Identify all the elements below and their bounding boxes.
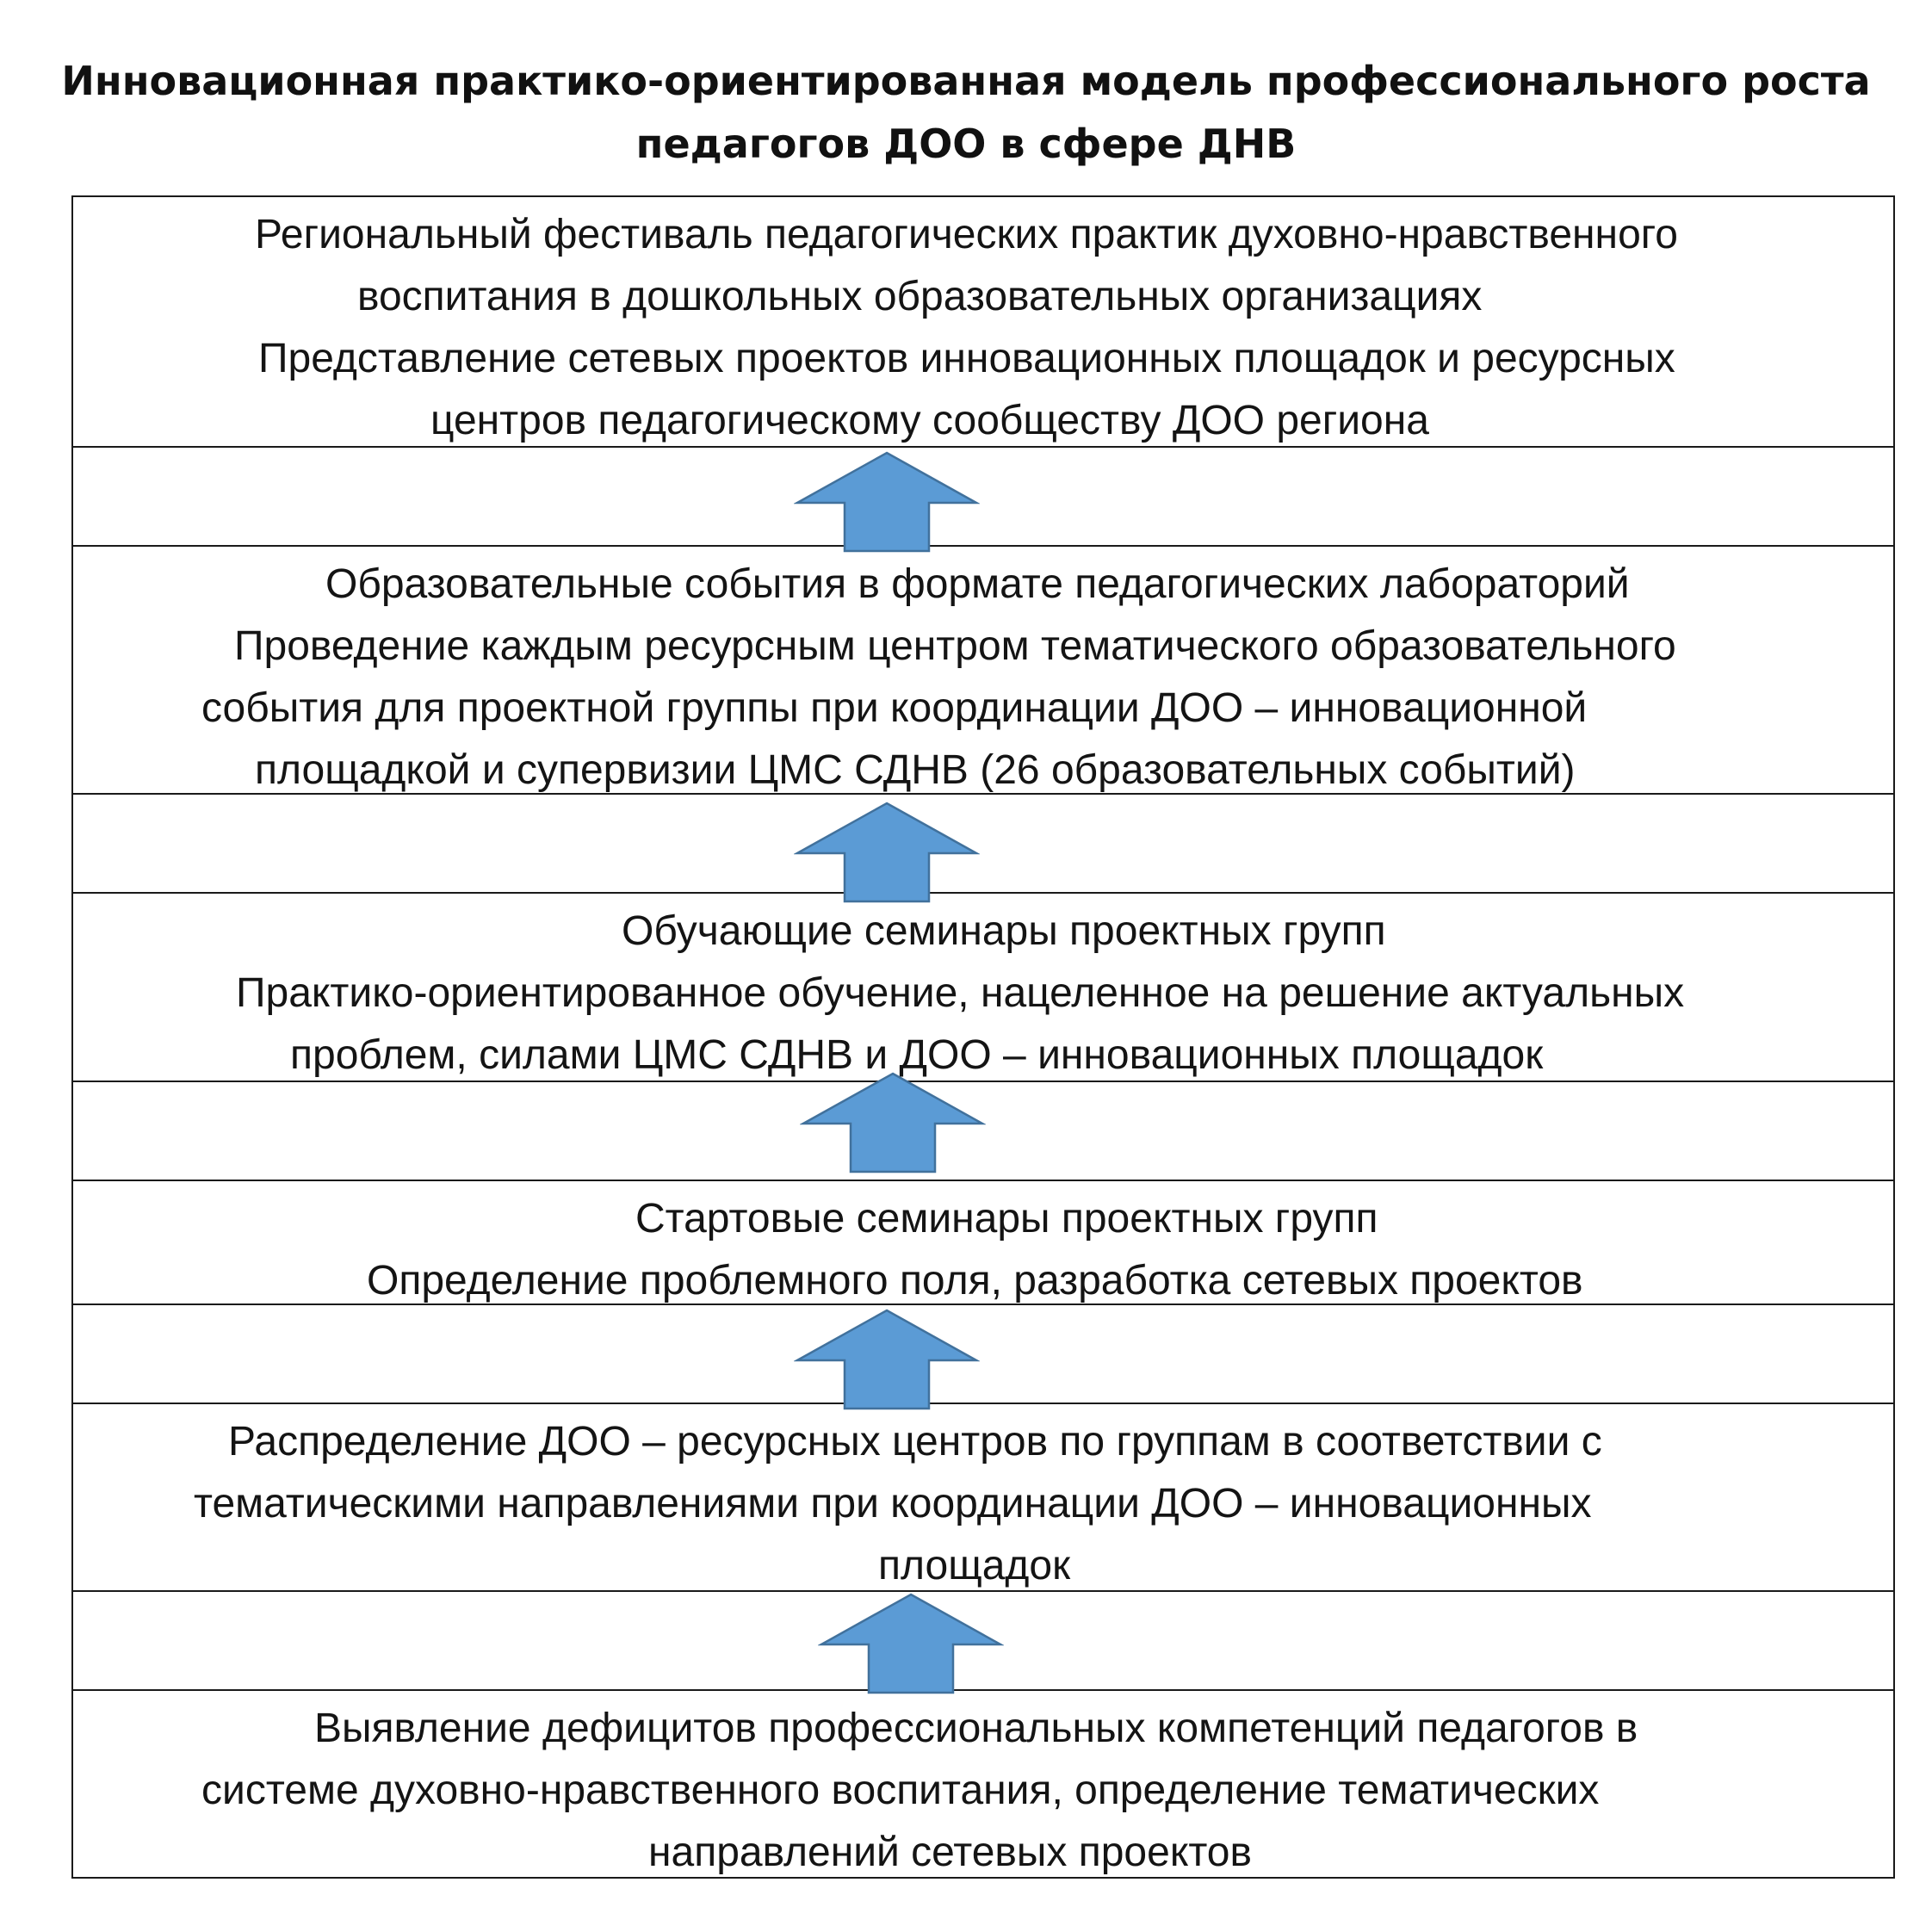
- up-arrow-icon: [794, 451, 980, 553]
- up-arrow-icon: [818, 1593, 1004, 1694]
- stage-row-start-seminars: Стартовые семинары проектных групп Опред…: [73, 1181, 1893, 1305]
- stage-text-start-seminars: Стартовые семинары проектных групп Опред…: [73, 1188, 1893, 1312]
- title-line-1: Инновационная практико-ориентированная м…: [61, 58, 1871, 104]
- stage-line: направлений сетевых проектов: [648, 1830, 1252, 1875]
- stage-text-labs: Образовательные события в формате педаго…: [73, 554, 1893, 802]
- stage-text-training: Обучающие семинары проектных групп Практ…: [73, 901, 1893, 1087]
- stage-row-deficits: Выявление дефицитов профессиональных ком…: [73, 1691, 1893, 1877]
- stage-line: Определение проблемного поля, разработка…: [367, 1258, 1583, 1303]
- stage-line: Представление сетевых проектов инновацио…: [258, 336, 1675, 381]
- stage-row-training: Обучающие семинары проектных групп Практ…: [73, 894, 1893, 1082]
- stage-row-distribution: Распределение ДОО – ресурсных центров по…: [73, 1404, 1893, 1592]
- arrow-row: [73, 1305, 1893, 1404]
- arrow-row: [73, 448, 1893, 547]
- stage-line: Образовательные события в формате педаго…: [325, 561, 1630, 607]
- stage-line: Выявление дефицитов профессиональных ком…: [314, 1706, 1638, 1751]
- stage-text-distribution: Распределение ДОО – ресурсных центров по…: [73, 1411, 1893, 1597]
- stage-line: тематическими направлениями при координа…: [194, 1481, 1592, 1526]
- stage-text-deficits: Выявление дефицитов профессиональных ком…: [73, 1698, 1893, 1884]
- stage-line: Стартовые семинары проектных групп: [635, 1196, 1378, 1242]
- stage-line: системе духовно-нравственного воспитания…: [201, 1768, 1600, 1813]
- up-arrow-icon: [800, 1072, 986, 1173]
- stage-line: воспитания в дошкольных образовательных …: [357, 274, 1483, 319]
- stage-line: площадок: [878, 1543, 1071, 1588]
- up-arrow-icon: [794, 1309, 980, 1410]
- arrow-row: [73, 1082, 1893, 1181]
- stage-line: события для проектной группы при координ…: [201, 685, 1588, 731]
- stage-line: Проведение каждым ресурсным центром тема…: [234, 623, 1676, 669]
- stages-table: Региональный фестиваль педагогических пр…: [71, 195, 1895, 1879]
- stage-line: Региональный фестиваль педагогических пр…: [255, 212, 1678, 257]
- stage-row-festival: Региональный фестиваль педагогических пр…: [73, 197, 1893, 448]
- up-arrow-icon: [794, 802, 980, 903]
- stage-line: площадкой и супервизии ЦМС СДНВ (26 обра…: [255, 747, 1576, 793]
- title-line-2: педагогов ДОО в сфере ДНВ: [635, 121, 1297, 167]
- stage-line: проблем, силами ЦМС СДНВ и ДОО – инновац…: [290, 1032, 1544, 1078]
- arrow-row: [73, 1592, 1893, 1691]
- stage-line: центров педагогическому сообществу ДОО р…: [430, 398, 1429, 443]
- arrow-row: [73, 795, 1893, 894]
- stage-line: Практико-ориентированное обучение, нацел…: [236, 970, 1685, 1016]
- diagram-title: Инновационная практико-ориентированная м…: [0, 50, 1932, 176]
- stage-line: Обучающие семинары проектных групп: [622, 908, 1386, 954]
- stage-text-festival: Региональный фестиваль педагогических пр…: [73, 204, 1893, 452]
- stage-row-labs: Образовательные события в формате педаго…: [73, 547, 1893, 795]
- stage-line: Распределение ДОО – ресурсных центров по…: [228, 1419, 1602, 1464]
